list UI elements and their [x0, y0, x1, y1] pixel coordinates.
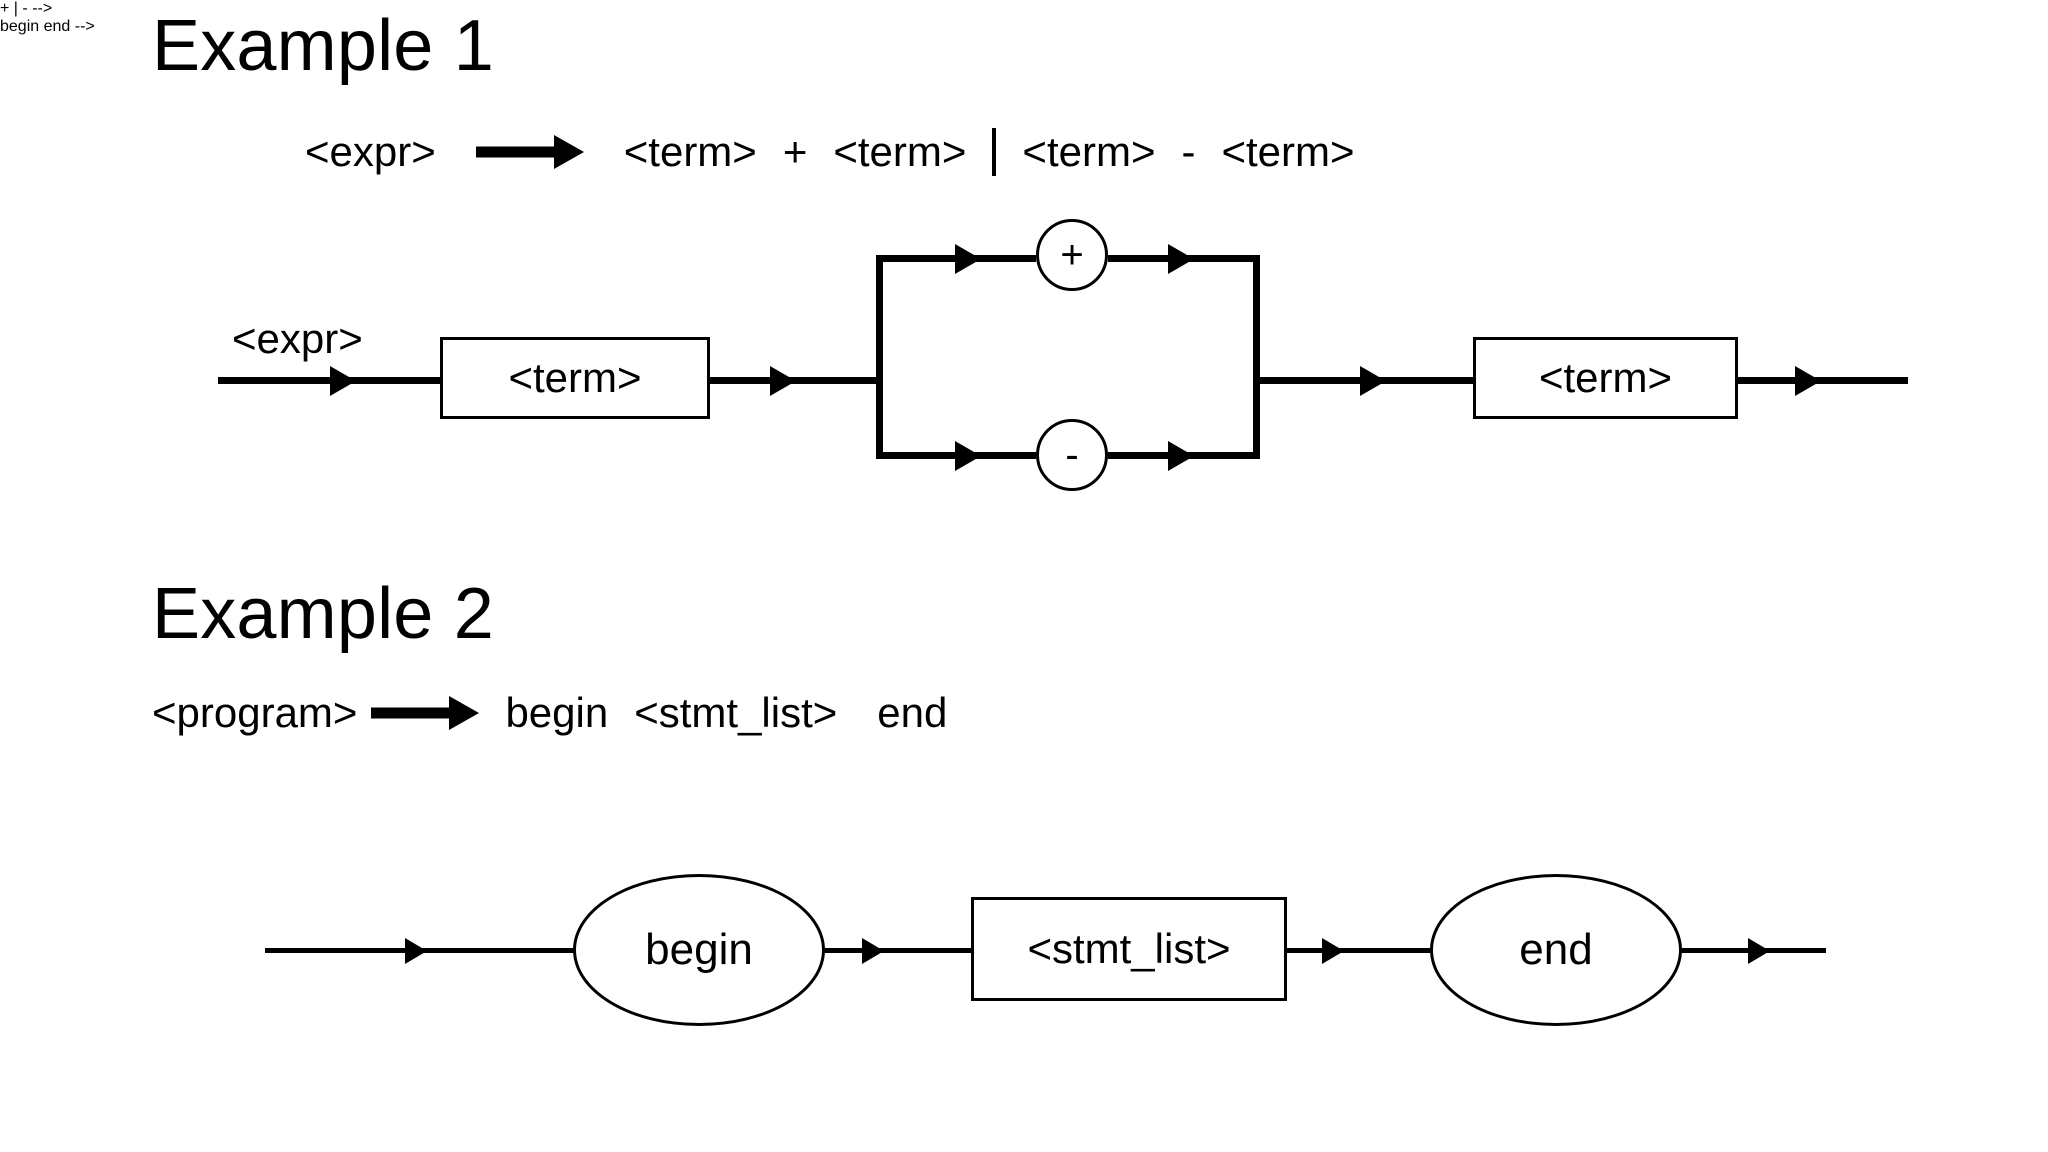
example-1-plus-branch-out-arrowhead-icon	[1168, 244, 1194, 274]
example-2-line-begin-to-stmtlist	[825, 948, 971, 953]
example-2-stmtlist-entry-arrowhead-icon	[862, 938, 884, 964]
example-1-plus-branch-arrowhead-icon	[955, 244, 981, 274]
example-1-minus-branch-arrowhead-icon	[955, 441, 981, 471]
example-1-exit-line	[1738, 377, 1908, 384]
production-2-rhs-token-1: <stmt_list>	[634, 689, 838, 736]
example-2-line-stmtlist-to-end	[1287, 948, 1430, 953]
example-2-terminal-begin-label: begin	[645, 925, 753, 974]
example-2-terminal-begin[interactable]: begin	[573, 874, 825, 1026]
example-1-minus-branch-out-arrowhead-icon	[1168, 441, 1194, 471]
production-1-rhs-token-1: +	[782, 128, 808, 175]
example-1-terminal-plus[interactable]: +	[1036, 219, 1108, 291]
production-1-rhs-token-4: <term>	[1022, 128, 1156, 175]
example-1-terminal-minus-label: -	[1065, 433, 1079, 477]
production-2-lhs: <program>	[152, 689, 358, 736]
example-1-nonterminal-term-right-label: <term>	[1538, 354, 1673, 401]
example-1-entry-line	[218, 377, 440, 384]
example-2-terminal-end[interactable]: end	[1430, 874, 1682, 1026]
production-1-rhs-token-0: <term>	[623, 128, 757, 175]
example-2-terminal-end-label: end	[1519, 925, 1593, 974]
example-2-heading: Example 2	[152, 574, 494, 654]
example-1-nonterminal-term-right[interactable]: <term>	[1473, 337, 1738, 419]
production-2-rhs-token-0: begin	[505, 689, 609, 736]
example-1-nonterminal-term-left[interactable]: <term>	[440, 337, 710, 419]
production-1-alternative-separator-icon	[992, 128, 997, 176]
production-2-arrow-icon	[371, 696, 480, 730]
example-2-end-entry-arrowhead-icon	[1322, 938, 1344, 964]
example-1-nonterminal-term-left-label: <term>	[508, 354, 642, 401]
example-2-nonterminal-stmt-list[interactable]: <stmt_list>	[971, 897, 1287, 1001]
example-1-join-exit-arrowhead-icon	[1360, 366, 1386, 396]
production-1-rhs-token-6: <term>	[1221, 128, 1355, 175]
example-1-exit-arrowhead-icon	[1795, 366, 1821, 396]
example-1-fork-left-rail	[876, 255, 883, 459]
production-1-arrow-icon	[475, 135, 584, 169]
example-1-heading: Example 1	[152, 6, 494, 86]
example-1-terminal-plus-label: +	[1060, 233, 1084, 277]
example-2-nonterminal-stmt-list-label: <stmt_list>	[1027, 925, 1231, 972]
example-2-production-rule: <program> begin <stmt_list> end	[152, 692, 947, 734]
example-1-production-rule: <expr> <term> + <term> <term> - <term>	[305, 128, 1355, 176]
production-2-rhs-token-2: end	[877, 689, 948, 736]
example-1-entry-arrowhead-icon	[330, 366, 356, 396]
example-2-exit-arrowhead-icon	[1748, 938, 1770, 964]
production-1-rhs-token-5: -	[1181, 128, 1196, 175]
production-1-lhs: <expr>	[305, 128, 436, 175]
example-1-join-right-rail	[1253, 255, 1260, 459]
example-1-fork-entry-arrowhead-icon	[770, 366, 796, 396]
example-1-entry-label: <expr>	[232, 315, 363, 362]
production-1-rhs-token-2: <term>	[833, 128, 967, 175]
example-2-entry-arrowhead-icon	[405, 938, 427, 964]
example-1-terminal-minus[interactable]: -	[1036, 419, 1108, 491]
